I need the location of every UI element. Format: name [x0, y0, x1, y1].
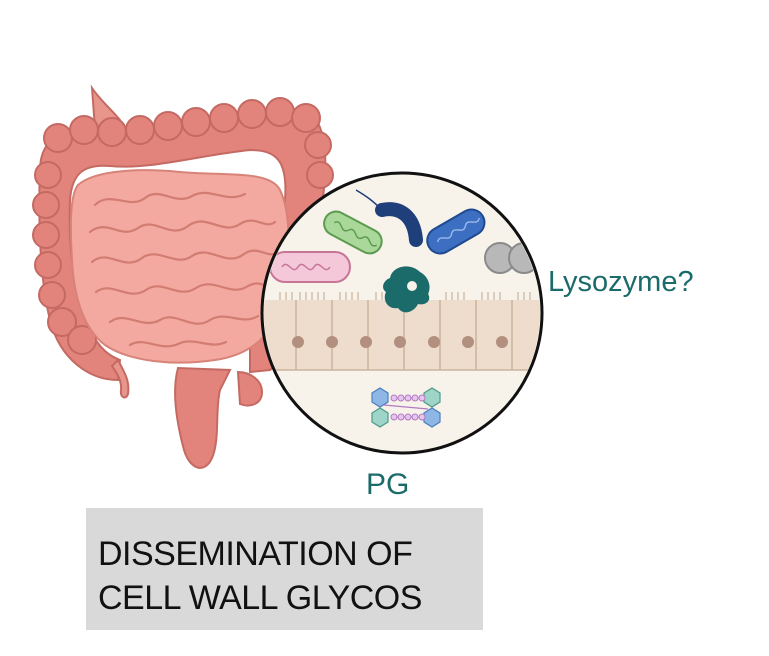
bacterium-blue — [426, 208, 486, 255]
pg-label: PG — [366, 468, 410, 501]
caption-box: DISSEMINATION OF CELL WALL GLYCOS — [86, 508, 483, 630]
caption-line-2: CELL WALL GLYCOS — [98, 579, 422, 617]
magnified-inset — [260, 171, 544, 455]
peptidoglycan-fragment-icon — [371, 387, 441, 428]
lysozyme-label: Lysozyme? — [548, 266, 694, 298]
bacterium-pink — [269, 251, 351, 283]
lysozyme-enzyme-icon — [383, 266, 430, 313]
intestine-illustration — [32, 84, 334, 469]
epithelial-layer — [264, 292, 540, 371]
bacterium-navy-curved — [355, 189, 423, 247]
caption-line-1: DISSEMINATION OF — [98, 535, 413, 573]
bacterium-green — [323, 210, 383, 255]
